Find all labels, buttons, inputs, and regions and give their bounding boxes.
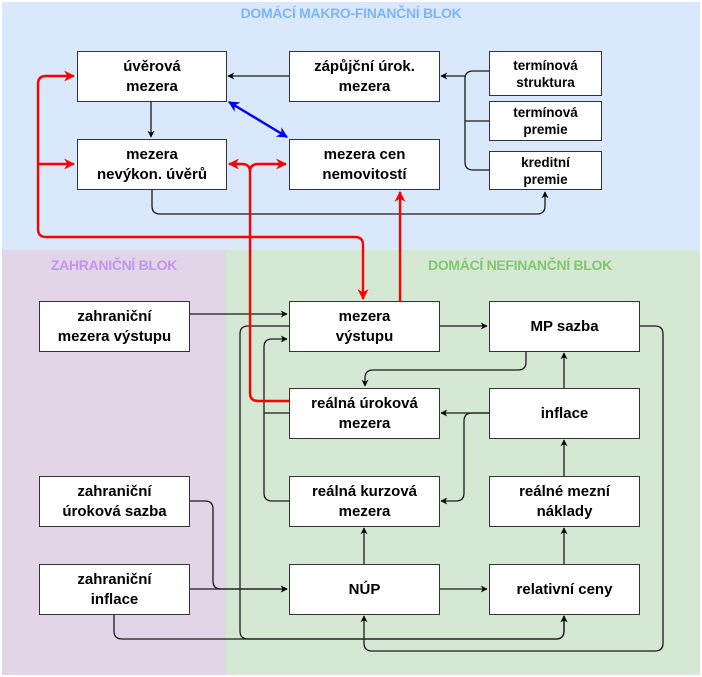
region-label-foreign: ZAHRANIČNÍ BLOK xyxy=(50,257,178,273)
node-label-line2: nemovitostí xyxy=(322,165,407,183)
node-label-line2: premie xyxy=(523,171,568,187)
node-credit-premium[interactable]: kreditní premie xyxy=(489,151,602,190)
node-real-interest-gap[interactable]: reálná úroková mezera xyxy=(289,388,440,439)
node-label-line1: termínová xyxy=(513,105,578,120)
node-label-line1: mezera xyxy=(126,145,178,163)
node-label-line2: náklady xyxy=(536,502,593,520)
node-label-line1: úvěrová xyxy=(123,57,181,75)
node-label-line2: úroková sazba xyxy=(62,502,167,520)
node-label-line1: zahraniční xyxy=(77,570,152,588)
node-label-line2: mezera xyxy=(338,77,391,95)
node-credit-gap[interactable]: úvěrová mezera xyxy=(77,51,227,102)
node-label-line1: NÚP xyxy=(348,580,381,598)
node-label-line1: zápůjční úrok. xyxy=(314,57,415,75)
node-label-line1: inflace xyxy=(540,404,589,422)
node-output-gap[interactable]: mezera výstupu xyxy=(289,301,440,352)
node-nominal-exchange-rate[interactable]: NÚP xyxy=(289,564,440,615)
node-label-line1: reálná úroková xyxy=(311,394,418,412)
region-label-domestic-nonfinancial: DOMÁCÍ NEFINANČNÍ BLOK xyxy=(428,257,612,273)
node-foreign-inflation[interactable]: zahraniční inflace xyxy=(39,564,190,615)
node-label-line2: mezera xyxy=(338,502,391,520)
node-lending-rate-gap[interactable]: zápůjční úrok. mezera xyxy=(289,51,440,102)
node-label-line1: termínová xyxy=(513,57,578,73)
node-npl-gap[interactable]: mezera nevýkon. úvěrů xyxy=(77,139,227,190)
node-real-exchange-gap[interactable]: reálná kurzová mezera xyxy=(289,476,440,527)
node-label-line1: reálná kurzová xyxy=(311,482,418,500)
node-label-line2: mezera výstupu xyxy=(57,327,172,345)
node-label-line1: mezera xyxy=(338,307,391,325)
node-foreign-interest-rate[interactable]: zahraniční úroková sazba xyxy=(39,476,190,527)
node-label-line2: výstupu xyxy=(335,327,394,345)
node-label-line1: reálné mezní xyxy=(519,482,610,500)
node-label-line1: mezera cen xyxy=(323,145,406,163)
node-real-marginal-costs[interactable]: reálné mezní náklady xyxy=(489,476,640,527)
node-label-line1: zahraniční xyxy=(77,307,152,325)
node-label-line2: nevýkon. úvěrů xyxy=(96,165,208,183)
node-label-line2: struktura xyxy=(516,74,575,90)
node-label-line2: inflace xyxy=(90,590,139,608)
node-term-premium[interactable]: termínová premie xyxy=(489,101,602,141)
node-relative-prices[interactable]: relativní ceny xyxy=(489,564,640,615)
node-label-line2: mezera xyxy=(126,77,178,95)
node-inflation[interactable]: inflace xyxy=(489,388,640,439)
node-mp-rate[interactable]: MP sazba xyxy=(489,301,640,352)
node-label-line1: MP sazba xyxy=(530,317,599,335)
node-label-line1: kreditní xyxy=(521,154,570,170)
node-term-structure[interactable]: termínová struktura xyxy=(489,51,602,96)
region-label-domestic-macrofinancial: DOMÁCÍ MAKRO-FINANČNÍ BLOK xyxy=(240,5,462,21)
node-label-line2: premie xyxy=(523,122,568,137)
node-house-price-gap[interactable]: mezera cen nemovitostí xyxy=(289,139,440,190)
node-label-line1: relativní ceny xyxy=(516,580,613,598)
node-label-line1: zahraniční xyxy=(77,482,152,500)
node-foreign-output-gap[interactable]: zahraniční mezera výstupu xyxy=(39,301,190,352)
node-label-line2: mezera xyxy=(338,414,391,432)
